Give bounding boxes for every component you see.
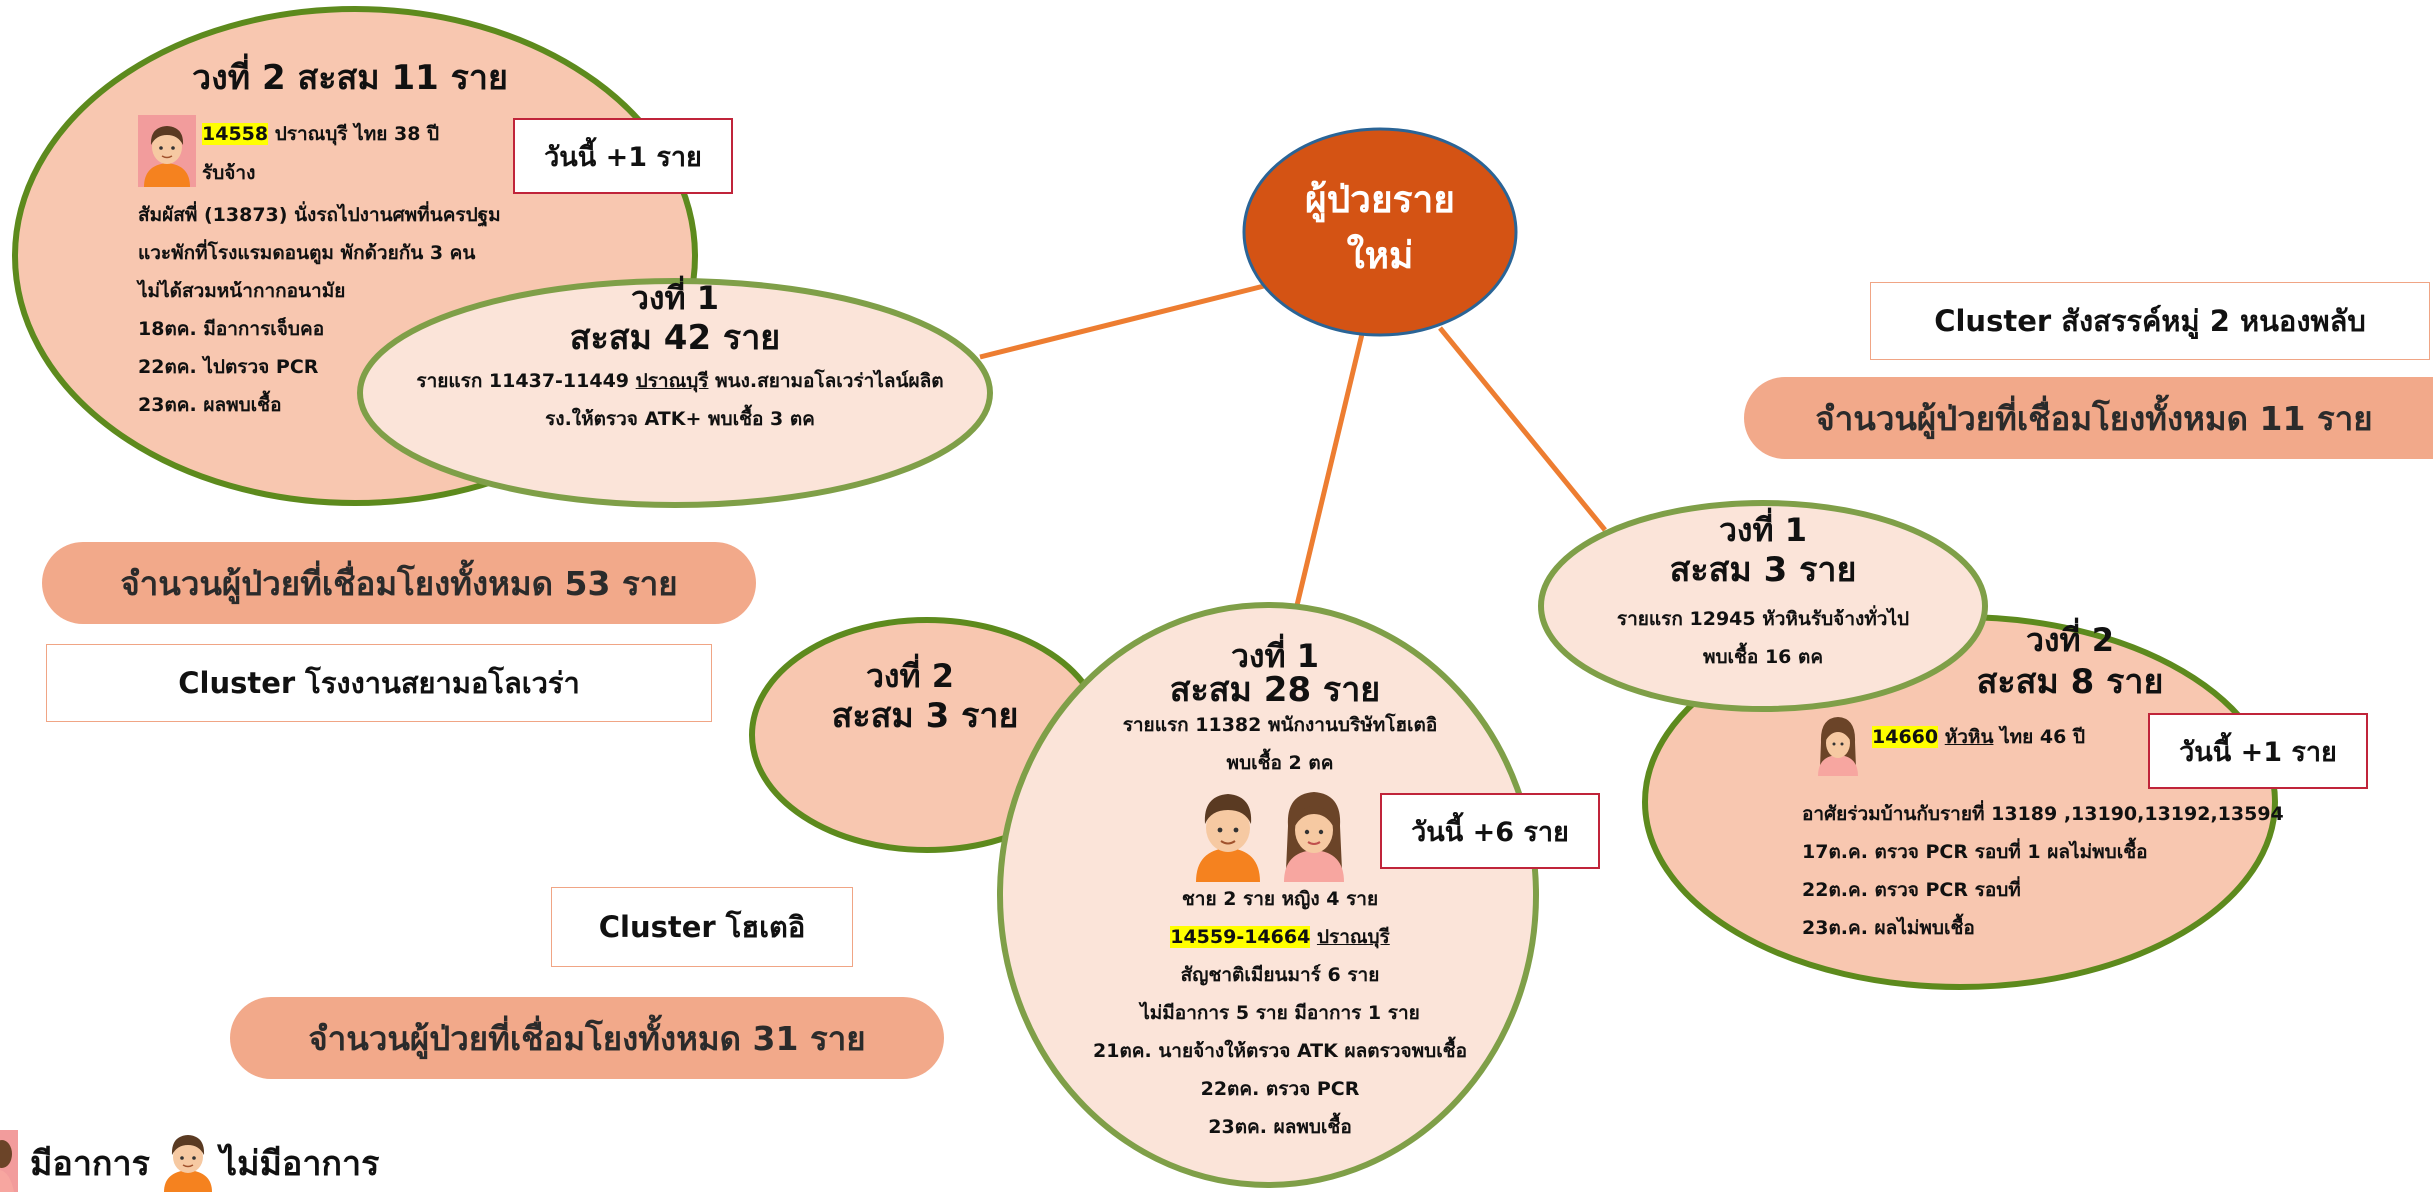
left-ring2-detail: 18ตค. มีอาการเจ็บคอ: [138, 318, 325, 340]
girl-avatar-icon: [0, 1130, 18, 1192]
legend-asymptomatic: ไม่มีอาการ: [220, 1144, 380, 1184]
middle-detail: สัญชาติเมียนมาร์ 6 ราย: [1180, 964, 1380, 986]
left-ring2-detail: 23ตค. ผลพบเชื้อ: [138, 394, 282, 416]
right-ring1-line1: รายแรก 12945 หัวหินรับจ้างทั่วไป: [1616, 608, 1910, 630]
left-ring1-title2: สะสม 42 ราย: [569, 318, 781, 358]
right-ring2-detail: 22ต.ค. ตรวจ PCR รอบที่: [1802, 879, 2021, 901]
middle-total-pill: จำนวนผู้ป่วยที่เชื่อมโยงทั้งหมด 31 ราย: [230, 997, 944, 1079]
right-ring2-detail: 23ต.ค. ผลไม่พบเชื้อ: [1802, 917, 1975, 939]
right-case-id: 14660: [1872, 726, 1939, 748]
left-ring1-ellipse: [357, 278, 993, 508]
right-cluster-name: Cluster สังสรรค์หมู่ 2 หนองพลับ: [1870, 282, 2430, 360]
right-today-badge: วันนี้ +1 ราย: [2148, 713, 2368, 789]
right-ring2-title1: วงที่ 2: [2025, 621, 2115, 659]
left-ring2-detail: ไม่ได้สวมหน้ากากอนามัย: [138, 280, 346, 302]
left-ring1-title1: วงที่ 1: [630, 279, 720, 317]
right-ring1-line2: พบเชื้อ 16 ตค: [1702, 646, 1824, 668]
left-ring2-detail: แวะพักที่โรงแรมดอนตูม พักด้วยกัน 3 คน: [138, 242, 476, 264]
connector-middle: [1290, 333, 1365, 623]
middle-ring1-ellipse: [997, 602, 1539, 1188]
center-node-label: ผู้ป่วยราย ใหม่: [1305, 178, 1455, 277]
girl-avatar-icon: [1284, 792, 1344, 882]
middle-ring1-title1: วงที่ 1: [1230, 637, 1320, 675]
right-total-pill: จำนวนผู้ป่วยที่เชื่อมโยงทั้งหมด 11 ราย: [1744, 377, 2433, 459]
middle-detail: 23ตค. ผลพบเชื้อ: [1208, 1116, 1352, 1138]
middle-ring2-title2: สะสม 3 ราย: [831, 696, 1019, 736]
right-ring2-detail: 17ต.ค. ตรวจ PCR รอบที่ 1 ผลไม่พบเชื้อ: [1802, 841, 2148, 863]
right-ring2-detail: อาศัยร่วมบ้านกับรายที่ 13189 ,13190,1319…: [1802, 803, 2284, 825]
boy-avatar-icon: [1196, 794, 1260, 882]
left-case-line: 14558 ปราณบุรี ไทย 38 ปี: [202, 123, 440, 145]
middle-detail: ไม่มีอาการ 5 ราย มีอาการ 1 ราย: [1140, 1002, 1420, 1024]
middle-detail: 22ตค. ตรวจ PCR: [1200, 1078, 1360, 1100]
connector-right: [1438, 326, 1607, 532]
middle-cluster-name: Cluster โฮเตอิ: [551, 887, 853, 967]
middle-case-ids: 14559-14664: [1170, 926, 1311, 948]
left-ring2-detail: 22ตค. ไปตรวจ PCR: [138, 356, 319, 378]
middle-gender: ชาย 2 ราย หญิง 4 ราย: [1181, 888, 1379, 910]
middle-ring1-first: รายแรก 11382 พนักงานบริษัทโฮเตอิ: [1122, 714, 1438, 736]
boy-avatar-icon: [138, 115, 196, 187]
right-ring1-ellipse: [1538, 500, 1988, 712]
left-ring1-line2: รง.ให้ตรวจ ATK+ พบเชื้อ 3 ตค: [545, 408, 815, 430]
middle-ring1-found: พบเชื้อ 2 ตค: [1226, 752, 1334, 774]
right-case-line: 14660 หัวหิน ไทย 46 ปี: [1872, 726, 2086, 748]
right-ring1-title1: วงที่ 1: [1718, 511, 1808, 549]
legend-symptomatic: มีอาการ: [30, 1144, 150, 1184]
right-ring1-title2: สะสม 3 ราย: [1669, 550, 1857, 590]
middle-detail: 21ตค. นายจ้างให้ตรวจ ATK ผลตรวจพบเชื้อ: [1093, 1040, 1467, 1062]
middle-ring2-title1: วงที่ 2: [865, 657, 955, 695]
connector-left: [979, 283, 1265, 360]
boy-avatar-icon: [164, 1135, 212, 1192]
left-ring2-detail: สัมผัสพี่ (13873) นั่งรถไปงานศพที่นครปฐม: [138, 204, 501, 226]
left-ring1-line1: รายแรก 11437-11449 ปราณบุรี พนง.สยามอโลเ…: [416, 370, 944, 392]
left-total-pill: จำนวนผู้ป่วยที่เชื่อมโยงทั้งหมด 53 ราย: [42, 542, 756, 624]
middle-today-badge: วันนี้ +6 ราย: [1380, 793, 1600, 869]
middle-ring1-title2: สะสม 28 ราย: [1169, 670, 1381, 710]
left-case-id: 14558: [202, 123, 269, 145]
left-cluster-name: Cluster โรงงานสยามอโลเวร่า: [46, 644, 712, 722]
girl-avatar-icon: [1818, 717, 1858, 776]
left-case-job: รับจ้าง: [202, 162, 256, 184]
left-ring2-title: วงที่ 2 สะสม 11 ราย: [192, 58, 508, 98]
left-today-badge: วันนี้ +1 ราย: [513, 118, 733, 194]
right-ring2-title2: สะสม 8 ราย: [1976, 662, 2164, 702]
center-node: [1242, 127, 1518, 337]
middle-ids-line: 14559-14664 ปราณบุรี: [1170, 926, 1390, 948]
